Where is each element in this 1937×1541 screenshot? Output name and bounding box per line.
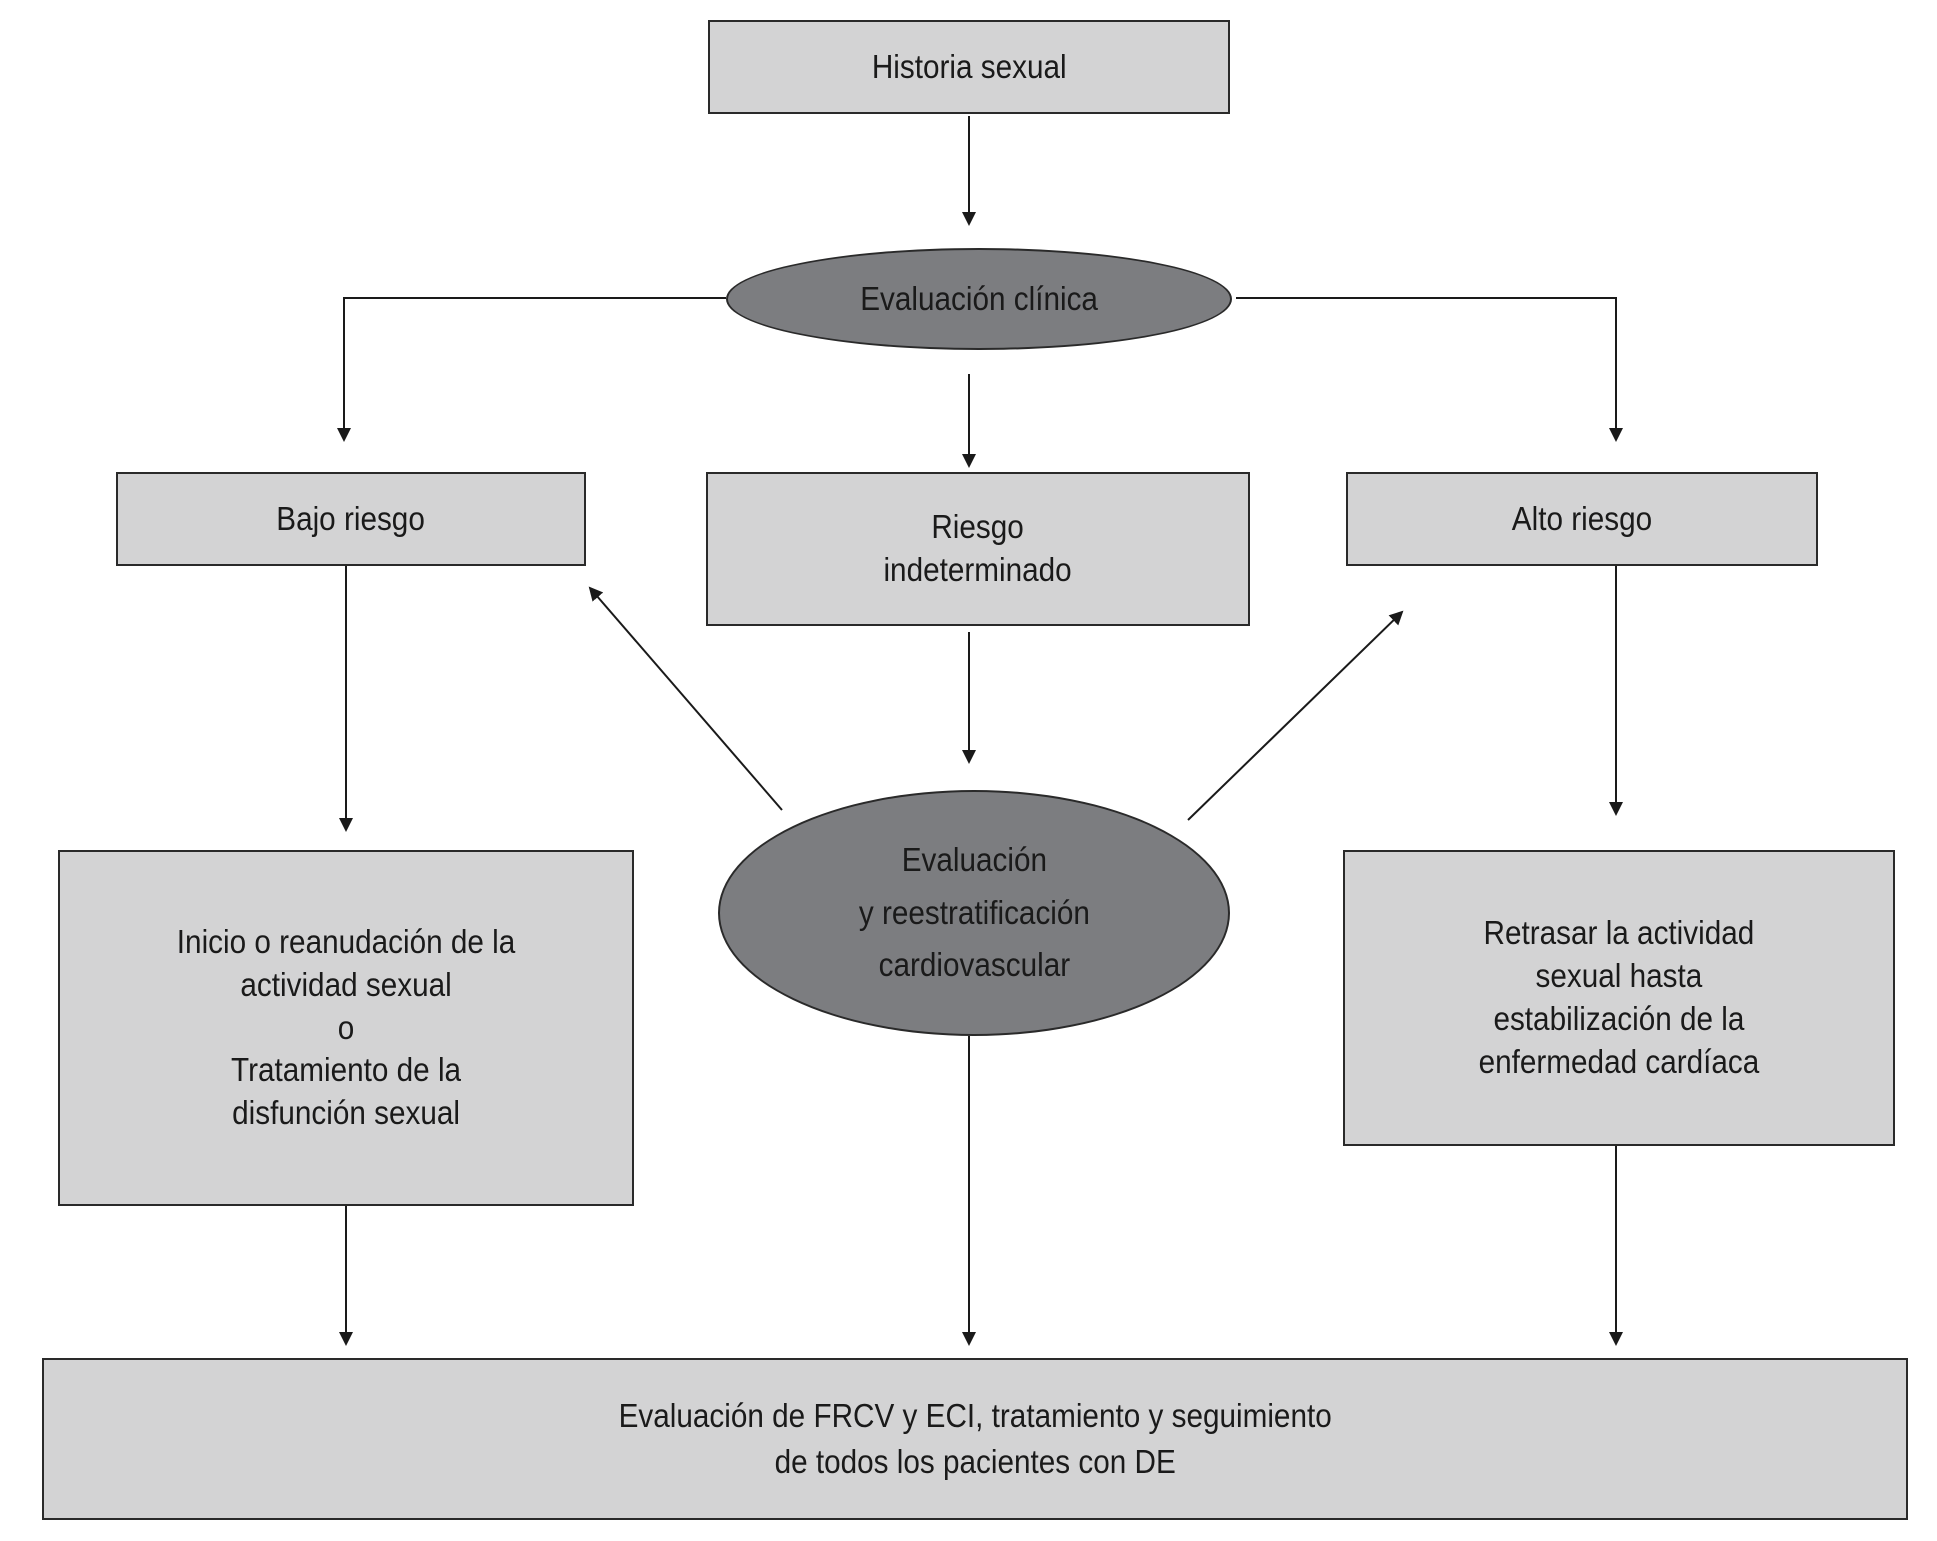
node-historia-sexual-label: Historia sexual: [871, 47, 1067, 85]
node-reestratificacion-cardiovascular: Evaluación y reestratificación cardiovas…: [718, 790, 1230, 1036]
node-reestratificacion-label: Evaluación y reestratificación cardiovas…: [858, 840, 1090, 984]
arrow-reestratificacion-to-bajo: [588, 586, 783, 811]
arrow-evaluacion-to-alto: [1236, 297, 1623, 442]
node-evaluacion-clinica-label: Evaluación clínica: [860, 280, 1098, 317]
node-riesgo-indeterminado: Riesgo indeterminado: [706, 472, 1250, 626]
node-retrasar-actividad: Retrasar la actividad sexual hasta estab…: [1343, 850, 1895, 1146]
node-evaluacion-frcv-label: Evaluación de FRCV y ECI, tratamiento y …: [618, 1396, 1332, 1480]
node-bajo-riesgo-label: Bajo riesgo: [276, 499, 426, 537]
node-evaluacion-frcv: Evaluación de FRCV y ECI, tratamiento y …: [42, 1358, 1908, 1520]
node-riesgo-indeterminado-label: Riesgo indeterminado: [883, 508, 1073, 588]
node-actividad-sexual: Inicio o reanudación de la actividad sex…: [58, 850, 634, 1206]
node-alto-riesgo: Alto riesgo: [1346, 472, 1818, 566]
node-bajo-riesgo: Bajo riesgo: [116, 472, 586, 566]
arrow-reestratificacion-to-alto: [1187, 610, 1404, 821]
arrow-evaluacion-to-bajo: [337, 297, 726, 442]
node-actividad-sexual-label: Inicio o reanudación de la actividad sex…: [176, 922, 516, 1132]
node-historia-sexual: Historia sexual: [708, 20, 1230, 114]
node-evaluacion-clinica: Evaluación clínica: [726, 248, 1232, 350]
node-alto-riesgo-label: Alto riesgo: [1511, 499, 1653, 537]
node-retrasar-actividad-label: Retrasar la actividad sexual hasta estab…: [1478, 914, 1760, 1080]
